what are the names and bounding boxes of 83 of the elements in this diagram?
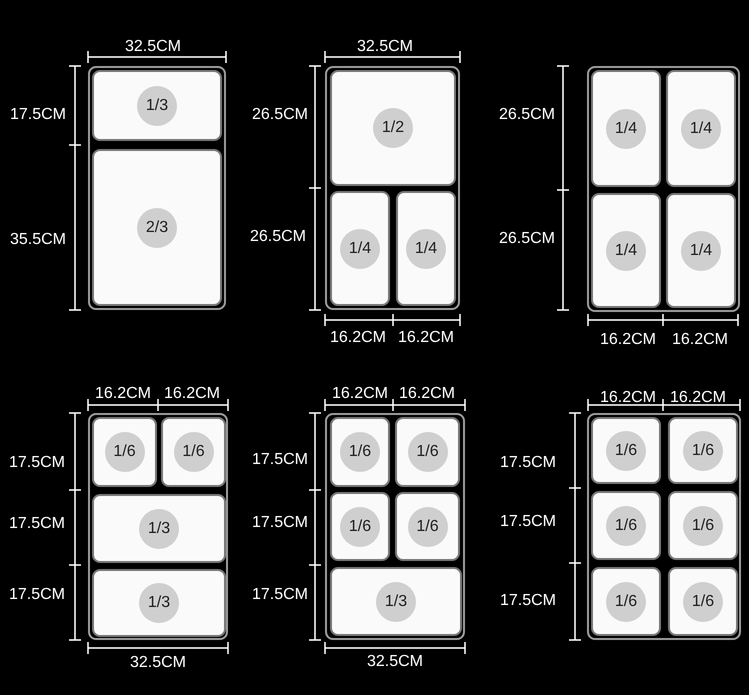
dimension-label: 16.2CM: [600, 389, 656, 407]
dimension-label: 17.5CM: [500, 592, 556, 610]
dimension-label: 16.2CM: [330, 329, 386, 347]
fraction-label: 1/2: [373, 108, 413, 148]
pan-compartment: [92, 70, 222, 141]
dimension-label: 17.5CM: [8, 454, 66, 472]
tray-outline: [587, 66, 740, 312]
pan-compartment: [668, 567, 738, 636]
tray-outline: [88, 413, 228, 640]
pan-compartment: [591, 193, 661, 308]
dimension-label: 17.5CM: [500, 513, 556, 531]
fraction-label: 1/3: [139, 508, 179, 548]
dimension-label: 16.2CM: [164, 385, 220, 403]
pan-compartment: [395, 492, 460, 561]
dimension-label: 32.5CM: [124, 38, 182, 56]
pan-compartment: [330, 567, 462, 636]
fraction-label: 1/6: [606, 582, 646, 622]
dimension-label: 16.2CM: [94, 385, 152, 403]
fraction-label: 1/6: [408, 506, 448, 546]
pan-compartment: [330, 70, 456, 186]
pan-compartment: [666, 193, 736, 308]
pan-compartment: [92, 149, 222, 306]
dimension-label: 26.5CM: [498, 230, 556, 248]
fraction-label: 1/4: [340, 228, 380, 268]
dimension-label: 16.2CM: [600, 331, 656, 349]
pan-compartment: [330, 417, 390, 487]
fraction-label: 1/6: [683, 430, 723, 470]
dimension-label: 16.2CM: [398, 385, 456, 403]
dimension-label: 17.5CM: [500, 454, 556, 472]
dimension-label: 17.5CM: [252, 451, 308, 469]
dimension-label: 26.5CM: [252, 106, 308, 124]
dimension-label: 17.5CM: [10, 106, 66, 124]
dimension-label: 17.5CM: [8, 586, 66, 604]
fraction-label: 1/6: [104, 432, 144, 472]
pan-compartment: [92, 417, 157, 487]
dimension-label: 26.5CM: [250, 228, 306, 246]
dimension-label: 17.5CM: [252, 586, 308, 604]
pan-compartment: [92, 569, 226, 637]
pan-compartment: [591, 491, 661, 560]
pan-compartment: [396, 191, 456, 306]
fraction-label: 1/6: [606, 430, 646, 470]
pan-compartment: [668, 417, 738, 484]
pan-compartment: [161, 417, 226, 487]
pan-compartment: [92, 494, 226, 563]
fraction-label: 1/3: [376, 582, 416, 622]
pan-compartment: [668, 491, 738, 560]
pan-compartment: [330, 191, 390, 306]
fraction-label: 1/4: [681, 230, 721, 270]
dimension-label: 16.2CM: [332, 385, 388, 403]
pan-compartment: [591, 417, 661, 484]
fraction-label: 1/6: [683, 582, 723, 622]
dimension-label: 32.5CM: [130, 654, 186, 672]
fraction-label: 1/6: [340, 432, 380, 472]
pan-compartment: [330, 492, 390, 561]
dimension-label: 16.2CM: [670, 389, 726, 407]
fraction-label: 2/3: [137, 208, 177, 248]
fraction-label: 1/4: [681, 108, 721, 148]
fraction-label: 1/6: [606, 506, 646, 546]
dimension-label: 32.5CM: [366, 653, 424, 671]
tray-outline: [325, 413, 465, 640]
pan-compartment: [591, 567, 661, 636]
dimension-label: 17.5CM: [8, 515, 66, 533]
fraction-label: 1/6: [174, 432, 214, 472]
tray-outline: [587, 413, 741, 640]
pan-compartment: [395, 417, 460, 487]
tray-outline: [325, 66, 460, 310]
dimension-label: 17.5CM: [252, 514, 308, 532]
fraction-label: 1/3: [139, 583, 179, 623]
dimension-label: 16.2CM: [672, 331, 728, 349]
dimension-label: 16.2CM: [398, 329, 454, 347]
fraction-label: 1/4: [406, 228, 446, 268]
pan-compartment: [666, 70, 736, 187]
tray-outline: [88, 66, 226, 310]
fraction-label: 1/6: [408, 432, 448, 472]
fraction-label: 1/4: [606, 108, 646, 148]
fraction-label: 1/4: [606, 230, 646, 270]
fraction-label: 1/6: [340, 506, 380, 546]
dimension-label: 32.5CM: [356, 38, 414, 56]
dimension-label: 26.5CM: [498, 106, 556, 124]
dimension-label: 35.5CM: [10, 231, 66, 249]
pan-compartment: [591, 70, 661, 187]
fraction-label: 1/3: [137, 86, 177, 126]
fraction-label: 1/6: [683, 506, 723, 546]
